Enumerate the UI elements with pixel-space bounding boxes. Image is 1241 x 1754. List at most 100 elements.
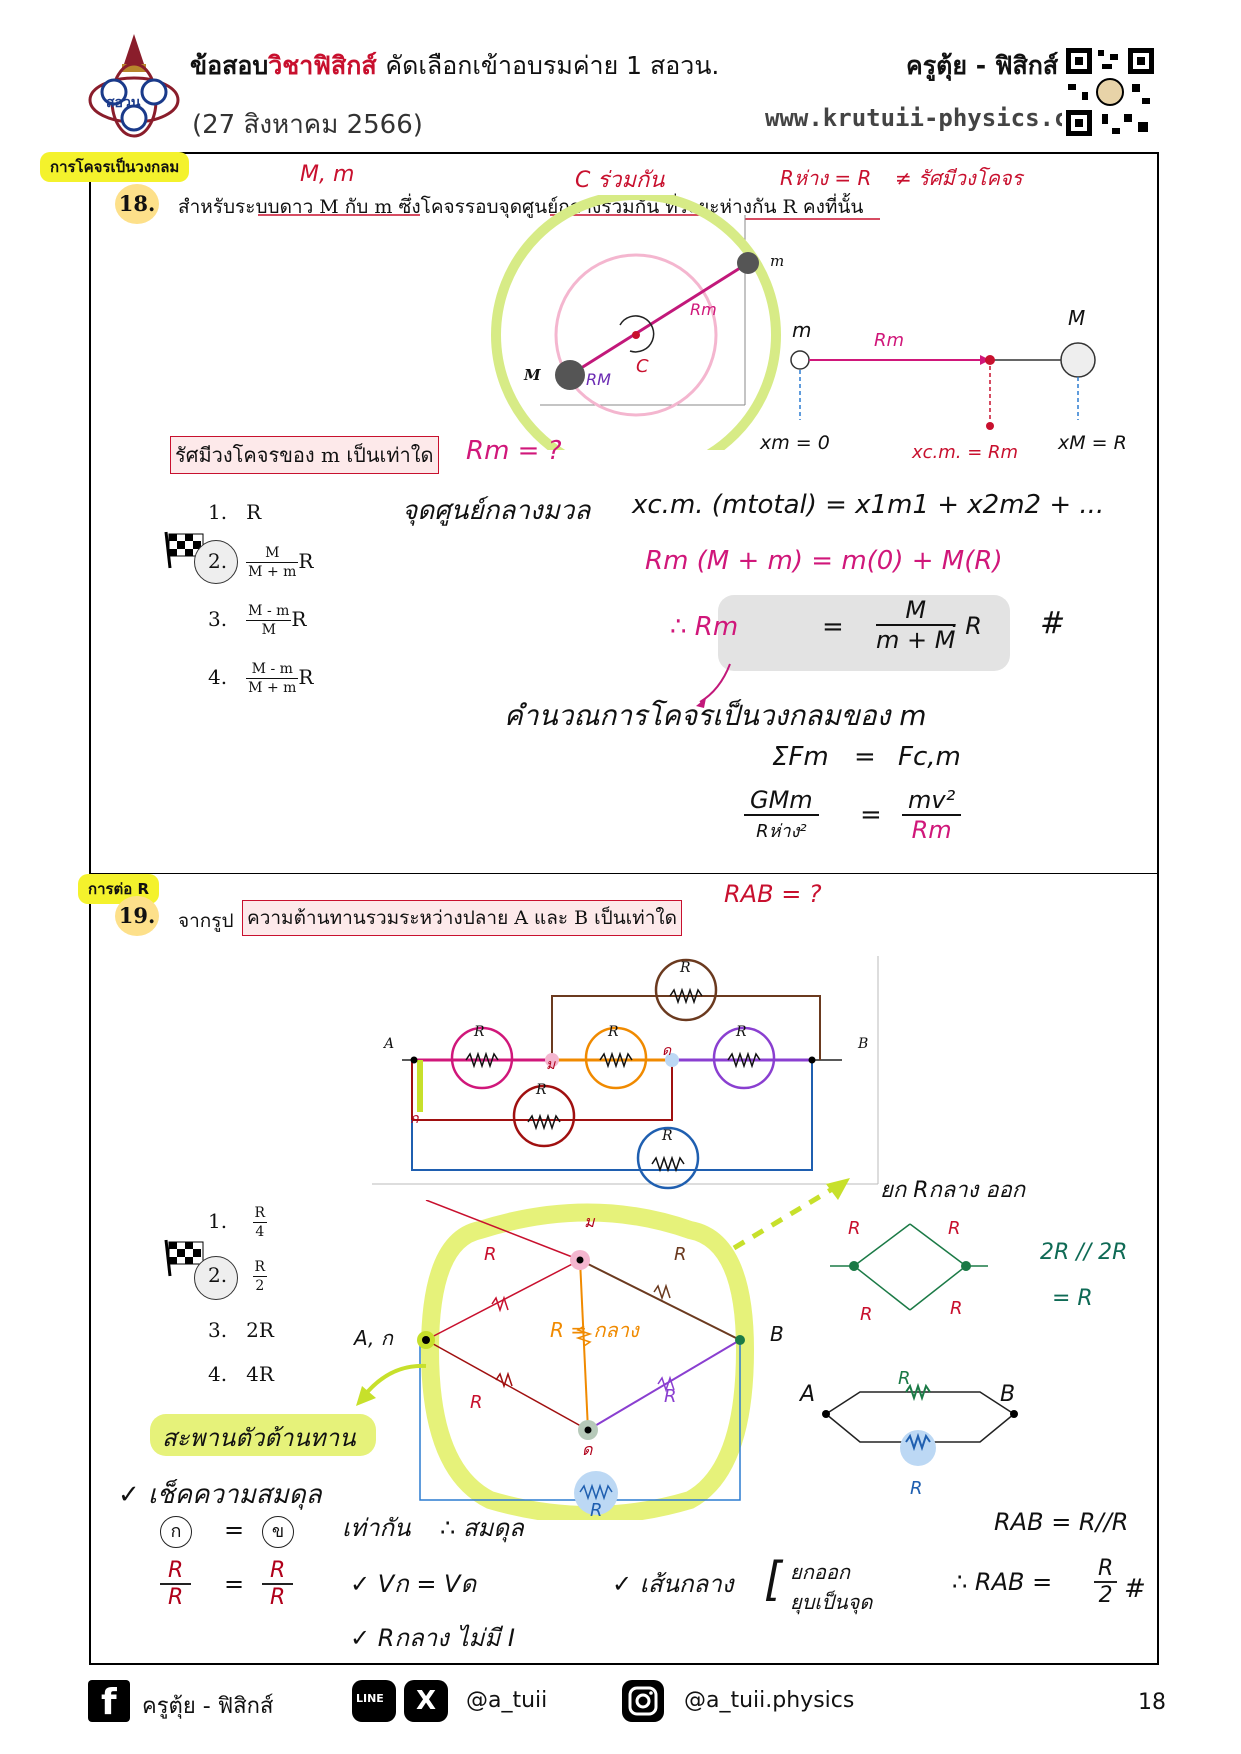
ratio-frac-2-den: R bbox=[270, 1585, 286, 1610]
frac-num: R bbox=[252, 1205, 268, 1223]
x-icon-label: X bbox=[416, 1686, 437, 1716]
title-part1: ข้อสอบ bbox=[190, 51, 269, 80]
frac-den: M bbox=[261, 622, 276, 638]
content-frame bbox=[89, 152, 1159, 1665]
bridge-R3: R bbox=[470, 1392, 483, 1413]
rab-result-frac: R 2 bbox=[1094, 1556, 1118, 1608]
q18-option-1-text: R bbox=[246, 500, 262, 524]
q19-option-2-num: 2. bbox=[208, 1263, 228, 1287]
q18-note-distance: Rห่าง = R bbox=[780, 166, 872, 190]
q18-f2-rhs-num: mv² bbox=[902, 786, 962, 816]
ratio-frac-2-num: R bbox=[262, 1558, 294, 1585]
rab-result-mark: # bbox=[1124, 1574, 1146, 1604]
footer-instagram[interactable]: @a_tuii.physics bbox=[684, 1688, 855, 1713]
circuit-label-R1: R bbox=[474, 1024, 485, 1040]
axis-label-xcm: xc.m. = Rm bbox=[912, 442, 1019, 463]
q18-f2-eq: = bbox=[860, 800, 882, 830]
facebook-icon[interactable]: f bbox=[88, 1680, 130, 1723]
axis-label-M: M bbox=[1068, 306, 1086, 330]
q18-result-den: m + M bbox=[876, 626, 956, 654]
q18-topic-tag: การโคจรเป็นวงกลม bbox=[40, 152, 190, 182]
diamond-R4: R bbox=[950, 1298, 963, 1319]
balance-arrow bbox=[356, 1363, 427, 1406]
circuit-label-R3: R bbox=[736, 1024, 747, 1040]
instagram-icon[interactable] bbox=[622, 1680, 664, 1722]
simple-label-A: A bbox=[800, 1382, 816, 1407]
q19-question-prefix: จากรูป bbox=[178, 910, 234, 932]
v-equal-note: ✓ Vก = Vด bbox=[350, 1570, 477, 1598]
circuit-label-node-u: ม bbox=[546, 1057, 556, 1073]
q19-option-1-num: 1. bbox=[208, 1209, 228, 1233]
simple-R-top: R bbox=[898, 1368, 911, 1389]
footer-line-x[interactable]: @a_tuii bbox=[466, 1688, 548, 1713]
mid-wire-note: ✓ เส้นกลาง bbox=[612, 1570, 734, 1598]
q18-result-mark: # bbox=[1040, 606, 1066, 641]
ratio-eq-2: = bbox=[224, 1570, 245, 1598]
line-icon[interactable]: LINE bbox=[352, 1680, 396, 1722]
q19-option-4[interactable]: 4. 4R bbox=[208, 1362, 274, 1386]
q19-option-4-text: 4R bbox=[246, 1362, 274, 1386]
ratio-frac-1-den: R bbox=[168, 1585, 184, 1610]
q18-f1-eq: = bbox=[854, 742, 876, 772]
x-icon[interactable]: X bbox=[404, 1680, 448, 1722]
instagram-icon-glyph bbox=[628, 1686, 658, 1716]
facebook-icon-glyph: f bbox=[101, 1682, 117, 1723]
q19-option-3-num: 3. bbox=[208, 1318, 228, 1342]
exam-title: ข้อสอบวิชาฟิสิกส์ คัดเลือกเข้าอบรมค่าย 1… bbox=[190, 46, 719, 86]
frac-num: R bbox=[252, 1259, 268, 1277]
parallel-note-1: 2R // 2R bbox=[1040, 1240, 1128, 1265]
balanced-note: ∴ สมดุล bbox=[440, 1514, 524, 1542]
rab-parallel: RAB = R//R bbox=[994, 1508, 1129, 1536]
q18-f1-lhs: ΣFm bbox=[772, 742, 829, 772]
mid-wire-opt-2: ยุบเป็นจุด bbox=[790, 1590, 873, 1614]
q18-f2-rhs-den: Rm bbox=[911, 816, 952, 844]
q18-calc-label: คำนวณการโคจรเป็นวงกลมของ m bbox=[504, 699, 927, 732]
q18-arrow bbox=[696, 663, 731, 708]
q18-note-mass: M, m bbox=[300, 162, 355, 187]
ratio-eq-1: = bbox=[224, 1516, 245, 1544]
q18-question-note: Rm = ? bbox=[466, 436, 562, 466]
logo-text: สอวน bbox=[106, 95, 141, 111]
q18-result-lhs: ∴ Rm bbox=[670, 612, 739, 642]
q18-number: 18. bbox=[115, 184, 159, 224]
question-divider bbox=[89, 873, 1159, 874]
footer-facebook[interactable]: ครูตุ้ย - ฟิสิกส์ bbox=[142, 1694, 274, 1719]
ratio-circle-2-text: ข bbox=[271, 1521, 285, 1542]
q19-answer-circle bbox=[194, 1256, 238, 1300]
q19-bridge-diagram bbox=[417, 1200, 755, 1520]
frac-num: M bbox=[246, 544, 299, 563]
teacher-name: ครูตุ้ย - ฟิสิกส์ bbox=[906, 51, 1059, 80]
q19-answer-flag-icon bbox=[160, 1238, 208, 1282]
q18-result-num: M bbox=[876, 596, 956, 626]
q18-option-1[interactable]: 1. R bbox=[208, 500, 261, 524]
q19-question-box: ความต้านทานรวมระหว่างปลาย A และ B เป็นเท… bbox=[242, 900, 682, 936]
frac-den: 2 bbox=[255, 1278, 265, 1294]
diamond-R3: R bbox=[860, 1304, 873, 1325]
q18-work-eq2: Rm (M + m) = m(0) + M(R) bbox=[645, 546, 1003, 576]
q18-work-cm-label: จุดศูนย์กลางมวล bbox=[402, 496, 591, 526]
diamond-R1: R bbox=[848, 1218, 861, 1239]
line-icon-label: LINE bbox=[356, 1692, 384, 1705]
ratio-frac-1: R R bbox=[160, 1558, 192, 1610]
fig-label-rm: Rm bbox=[690, 300, 717, 319]
q18-option-3-tail: R bbox=[291, 607, 307, 631]
remove-note: ยก Rกลาง ออก bbox=[880, 1178, 1026, 1203]
q19-option-3[interactable]: 3. 2R bbox=[208, 1318, 274, 1342]
bridge-R2: R bbox=[674, 1244, 687, 1265]
q18-option-1-num: 1. bbox=[208, 500, 228, 524]
bridge-label-B: B bbox=[770, 1322, 784, 1346]
q18-option-2-num: 2. bbox=[208, 549, 228, 573]
circuit-label-node-d: ด bbox=[662, 1043, 672, 1059]
balance-tag-bg bbox=[150, 1414, 376, 1456]
q18-f1-rhs: Fc,m bbox=[898, 742, 961, 772]
website-link[interactable]: www.krutuii-physics.com bbox=[765, 104, 1098, 132]
title-part3: คัดเลือกเข้าอบรมค่าย 1 สอวน. bbox=[385, 51, 720, 80]
bridge-node-u: ม bbox=[584, 1212, 595, 1231]
q19-option-4-num: 4. bbox=[208, 1362, 228, 1386]
